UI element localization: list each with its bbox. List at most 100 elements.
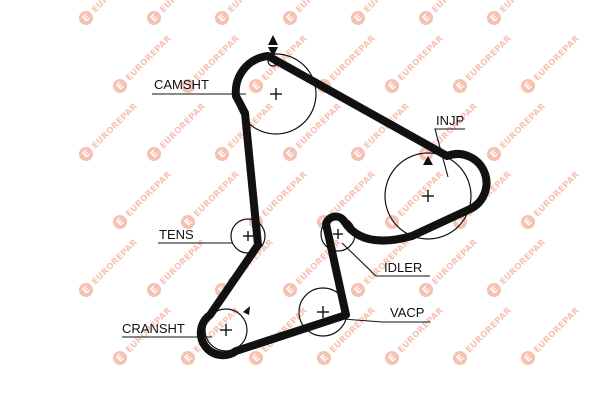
watermark-logo-icon: [521, 215, 535, 229]
watermark-logo-icon: [79, 147, 93, 161]
watermark-text: EUROREPAR: [294, 0, 344, 15]
watermark-text: EUROREPAR: [192, 33, 242, 83]
watermark-logo-letter: E: [81, 285, 92, 296]
watermark-text: EUROREPAR: [192, 169, 242, 219]
label-cransht: CRANSHT: [122, 321, 185, 336]
label-vacp: VACP: [390, 305, 424, 320]
watermark-logo-letter: E: [523, 353, 534, 364]
pulley-idler-circle: [320, 216, 356, 252]
watermark-logo-icon: [487, 283, 501, 297]
timing-belt: [196, 52, 491, 360]
pulley-labels: CAMSHT INJP TENS IDLER VACP CRANSHT: [122, 77, 464, 336]
watermark-logo-letter: E: [387, 217, 398, 228]
watermark-logo-letter: E: [183, 81, 194, 92]
watermark-logo-icon: [181, 215, 195, 229]
watermark-logo-letter: E: [353, 285, 364, 296]
watermark-text: EUROREPAR: [362, 0, 412, 15]
watermark-logo-letter: E: [81, 149, 92, 160]
watermark-logo-icon: [283, 147, 297, 161]
watermark-layer: EEUROREPAREEUROREPAREEUROREPAREEUROREPAR…: [79, 0, 582, 365]
watermark-logo-icon: [385, 79, 399, 93]
belt-outline: [196, 52, 491, 360]
pulley-idler: [320, 216, 356, 252]
watermark-text: EUROREPAR: [90, 101, 140, 151]
watermark-logo-letter: E: [285, 13, 296, 24]
watermark-logo-letter: E: [115, 217, 126, 228]
watermark-logo-letter: E: [183, 217, 194, 228]
watermark-logo-icon: [215, 147, 229, 161]
watermark-logo-icon: [453, 351, 467, 365]
watermark-logo-letter: E: [523, 81, 534, 92]
leader-injp: [434, 128, 465, 178]
watermark-logo-letter: E: [489, 285, 500, 296]
watermark-text: EUROREPAR: [294, 101, 344, 151]
watermark-logo-letter: E: [489, 13, 500, 24]
watermark-logo-letter: E: [217, 13, 228, 24]
leader-lines: [122, 93, 465, 338]
center-cross-tensioner: [243, 231, 253, 241]
triangle-marker-icon: [243, 306, 250, 315]
watermark-text: EUROREPAR: [226, 0, 276, 15]
watermark-text: EUROREPAR: [90, 0, 140, 15]
watermark-logo-icon: [113, 79, 127, 93]
watermark-logo-letter: E: [421, 149, 432, 160]
watermark-text: EUROREPAR: [328, 33, 378, 83]
watermark-logo-icon: [147, 283, 161, 297]
watermark-logo-icon: [283, 283, 297, 297]
pulley-tensioner-circle: [230, 218, 266, 254]
watermark-logo-icon: [385, 215, 399, 229]
watermark-text: EUROREPAR: [430, 0, 480, 15]
pulley-injection-pump: [384, 152, 472, 240]
watermark-logo-icon: [249, 79, 263, 93]
watermark-logo-icon: [79, 11, 93, 25]
watermark-logo-icon: [419, 11, 433, 25]
label-idler: IDLER: [384, 260, 422, 275]
watermark-text: EUROREPAR: [158, 237, 208, 287]
watermark-text: EUROREPAR: [532, 33, 582, 83]
watermark-logo-letter: E: [149, 13, 160, 24]
watermark-logo-icon: [453, 79, 467, 93]
watermark-logo-letter: E: [319, 353, 330, 364]
watermark-logo-icon: [385, 351, 399, 365]
watermark-logo-icon: [351, 147, 365, 161]
watermark-text: EUROREPAR: [90, 237, 140, 287]
watermark-logo-letter: E: [353, 13, 364, 24]
watermark-logo-icon: [113, 351, 127, 365]
watermark-logo-letter: E: [353, 149, 364, 160]
watermark-text: EUROREPAR: [498, 0, 548, 15]
watermark-logo-icon: [521, 351, 535, 365]
center-cross-camshaft: [270, 88, 282, 100]
watermark-logo-icon: [249, 351, 263, 365]
pulley-crankshaft-circle: [204, 308, 248, 352]
timing-marks: [243, 35, 433, 315]
watermark-logo-letter: E: [387, 353, 398, 364]
center-cross-injection-pump: [422, 190, 434, 202]
watermark-logo-letter: E: [523, 217, 534, 228]
watermark-text: EUROREPAR: [498, 101, 548, 151]
watermark-logo-icon: [317, 351, 331, 365]
watermark-logo-letter: E: [217, 149, 228, 160]
watermark-logo-letter: E: [285, 285, 296, 296]
watermark-text: EUROREPAR: [158, 0, 208, 15]
watermark-logo-letter: E: [421, 13, 432, 24]
watermark-logo-letter: E: [149, 149, 160, 160]
watermark-logo-icon: [351, 11, 365, 25]
watermark-logo-letter: E: [115, 353, 126, 364]
watermark-text: EUROREPAR: [532, 169, 582, 219]
triangle-marker-icon: [423, 156, 433, 165]
watermark-logo-icon: [181, 351, 195, 365]
